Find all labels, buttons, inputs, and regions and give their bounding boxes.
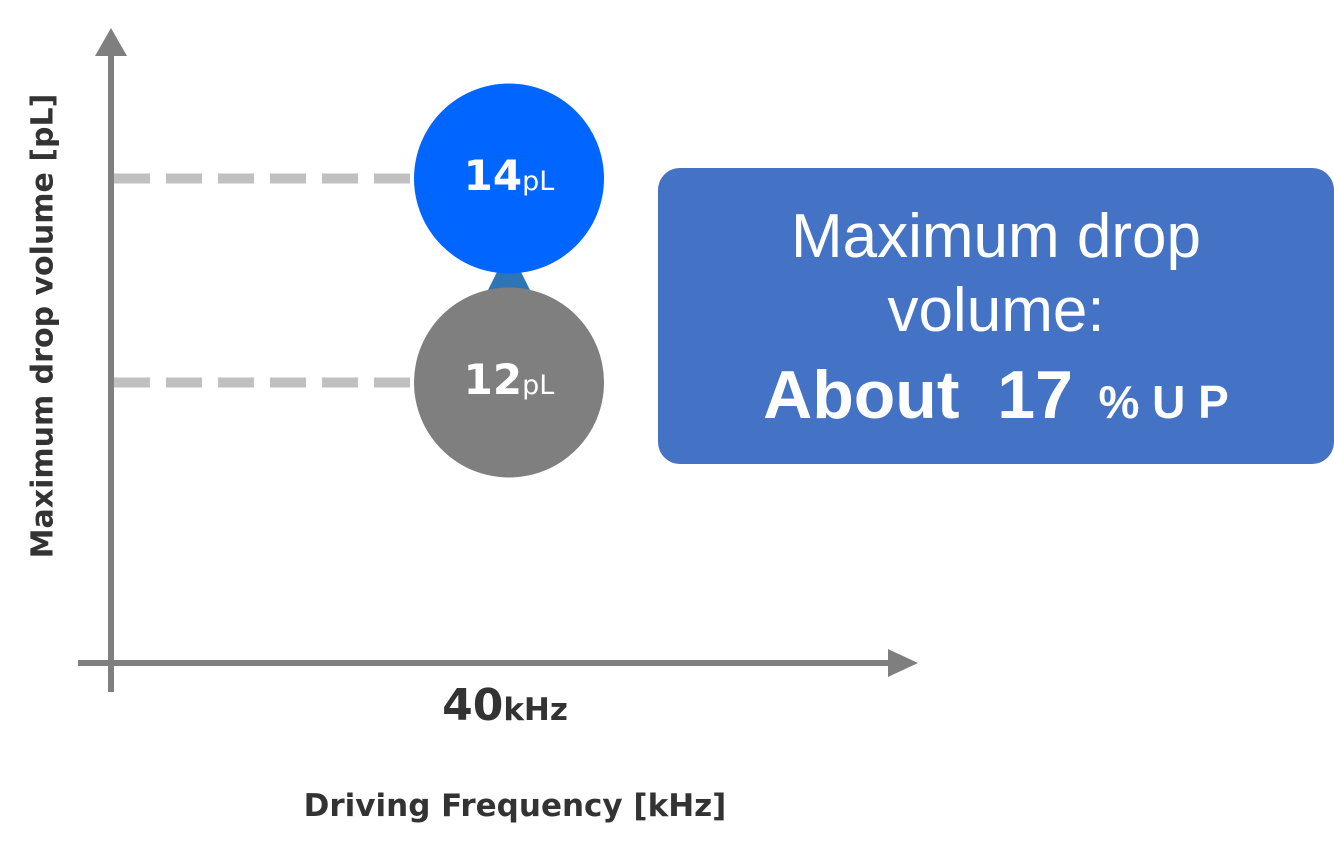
data-label-unit: pL	[522, 369, 555, 401]
data-label-12: 12pL	[414, 355, 604, 404]
y-axis-label: Maximum drop volume [pL]	[25, 93, 61, 559]
x-axis-label: Driving Frequency [kHz]	[303, 788, 727, 824]
data-label-value: 14	[463, 150, 523, 200]
data-points	[414, 83, 604, 478]
callout-emphasis: About 17 % U P	[658, 356, 1334, 434]
callout-number: 17	[997, 357, 1073, 433]
x-tick-label: 40kHz	[380, 680, 630, 731]
callout-box: Maximum drop volume: About 17 % U P	[658, 168, 1334, 464]
callout-heading: Maximum drop volume:	[658, 200, 1334, 348]
data-label-unit: pL	[522, 165, 555, 197]
data-label-14: 14pL	[414, 151, 604, 200]
data-point-12	[414, 287, 604, 478]
callout-about: About	[763, 357, 960, 433]
x-tick-unit: kHz	[503, 692, 568, 728]
callout-line2: volume:	[887, 276, 1105, 345]
data-point-14	[414, 83, 604, 274]
x-axis-arrowhead	[888, 649, 918, 677]
x-tick-value: 40	[442, 680, 504, 731]
data-label-value: 12	[463, 354, 523, 404]
callout-suffix: % U P	[1098, 376, 1229, 428]
y-axis-arrowhead	[95, 28, 127, 56]
guide-lines	[114, 173, 414, 388]
callout-line1: Maximum drop	[791, 202, 1201, 271]
